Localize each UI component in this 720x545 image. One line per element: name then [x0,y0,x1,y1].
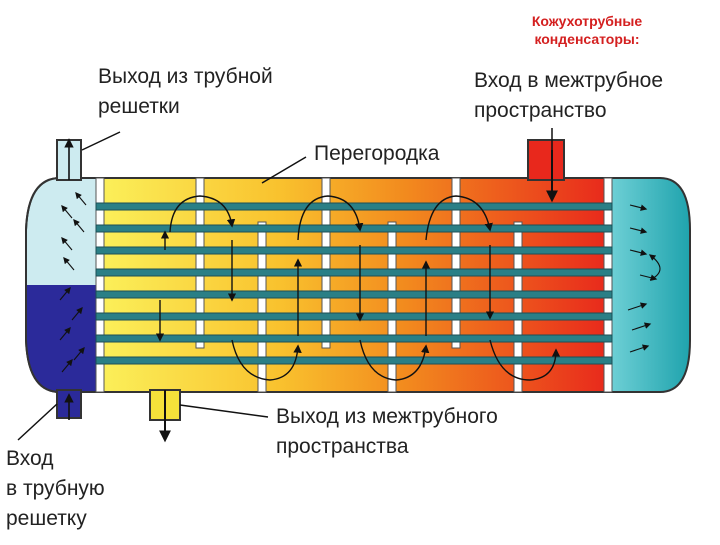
label-tube-outlet: Выход из трубной решетки [98,65,273,118]
baffle [387,221,397,393]
flow-arrow [648,254,661,281]
tube [95,312,613,321]
tube [95,334,613,343]
flow-arrow [629,249,648,256]
flow-arrow [61,358,73,373]
flow-arrow [63,256,75,271]
flow-arrow [59,326,71,341]
flow-arrows [59,138,661,443]
tube [95,224,613,233]
tube [95,290,613,299]
flow-arrow [489,339,561,381]
left-tube-sheet [95,177,105,393]
baffles [195,177,523,393]
flow-arrow [73,218,85,233]
baffle [321,177,331,349]
label-shell-outlet: Выход из межтрубного пространства [276,405,498,458]
flow-arrow [629,204,648,211]
label-tube-inlet: Вход в трубную решетку [6,447,105,530]
flow-arrow [631,322,652,331]
tube-inlet-leader [17,403,58,441]
flow-arrow [627,302,648,311]
baffle [513,221,523,393]
shell-inlet-pipe [527,139,565,181]
flow-arrow [297,195,364,241]
tube-outlet-leader [81,131,121,151]
flow-arrow [629,344,650,353]
tube-bundle [95,202,613,365]
tube [95,202,613,211]
flow-arrow [59,286,71,301]
flow-arrow [75,191,87,206]
flow-arrow [629,227,648,234]
flow-arrow [61,204,73,219]
shell-outlet-leader [179,404,269,418]
slide-title: Кожухотрубные конденсаторы: [531,13,643,47]
baffle [451,177,461,349]
tube [95,246,613,255]
baffle-leader [261,156,307,184]
flow-arrow [359,339,430,381]
flow-arrow [61,236,73,251]
flow-arrow [169,195,236,233]
right-tube-sheet [603,177,613,393]
right-tube-head [609,177,691,393]
flow-arrow [73,346,85,361]
label-baffle: Перегородка [314,142,440,165]
baffle [195,177,205,349]
tube [95,356,613,365]
flow-arrow [425,195,493,241]
flow-arrow [71,306,83,321]
label-shell-inlet: Вход в межтрубное пространство [474,69,664,122]
baffle [257,221,267,393]
flow-arrow [231,339,302,381]
tube [95,268,613,277]
left-tube-head [25,139,101,419]
